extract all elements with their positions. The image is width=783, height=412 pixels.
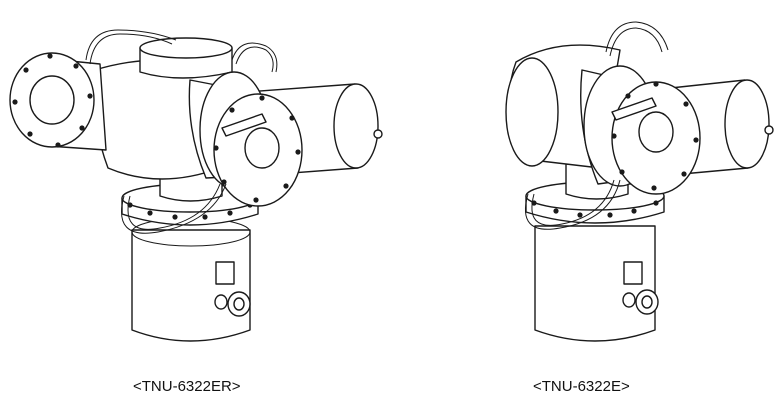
right-camera-housing — [580, 65, 774, 195]
window-glass — [244, 127, 280, 169]
cables — [524, 21, 669, 230]
window-glass — [638, 111, 674, 153]
base-column — [131, 217, 251, 342]
camera-drawing-tnu-6322e — [505, 21, 774, 342]
window-glass — [29, 75, 75, 125]
mount-flange — [121, 183, 259, 226]
caption-tnu-6322e: <TNU-6322E> — [533, 378, 630, 395]
cables — [85, 29, 278, 234]
label-plate — [623, 261, 643, 285]
caption-tnu-6322er: <TNU-6322ER> — [133, 378, 241, 395]
right-camera-housing — [188, 71, 383, 207]
label-plate — [215, 261, 235, 285]
base-column — [534, 225, 659, 342]
left-window-plate — [9, 52, 107, 151]
camera-drawing-tnu-6322er — [9, 29, 383, 342]
